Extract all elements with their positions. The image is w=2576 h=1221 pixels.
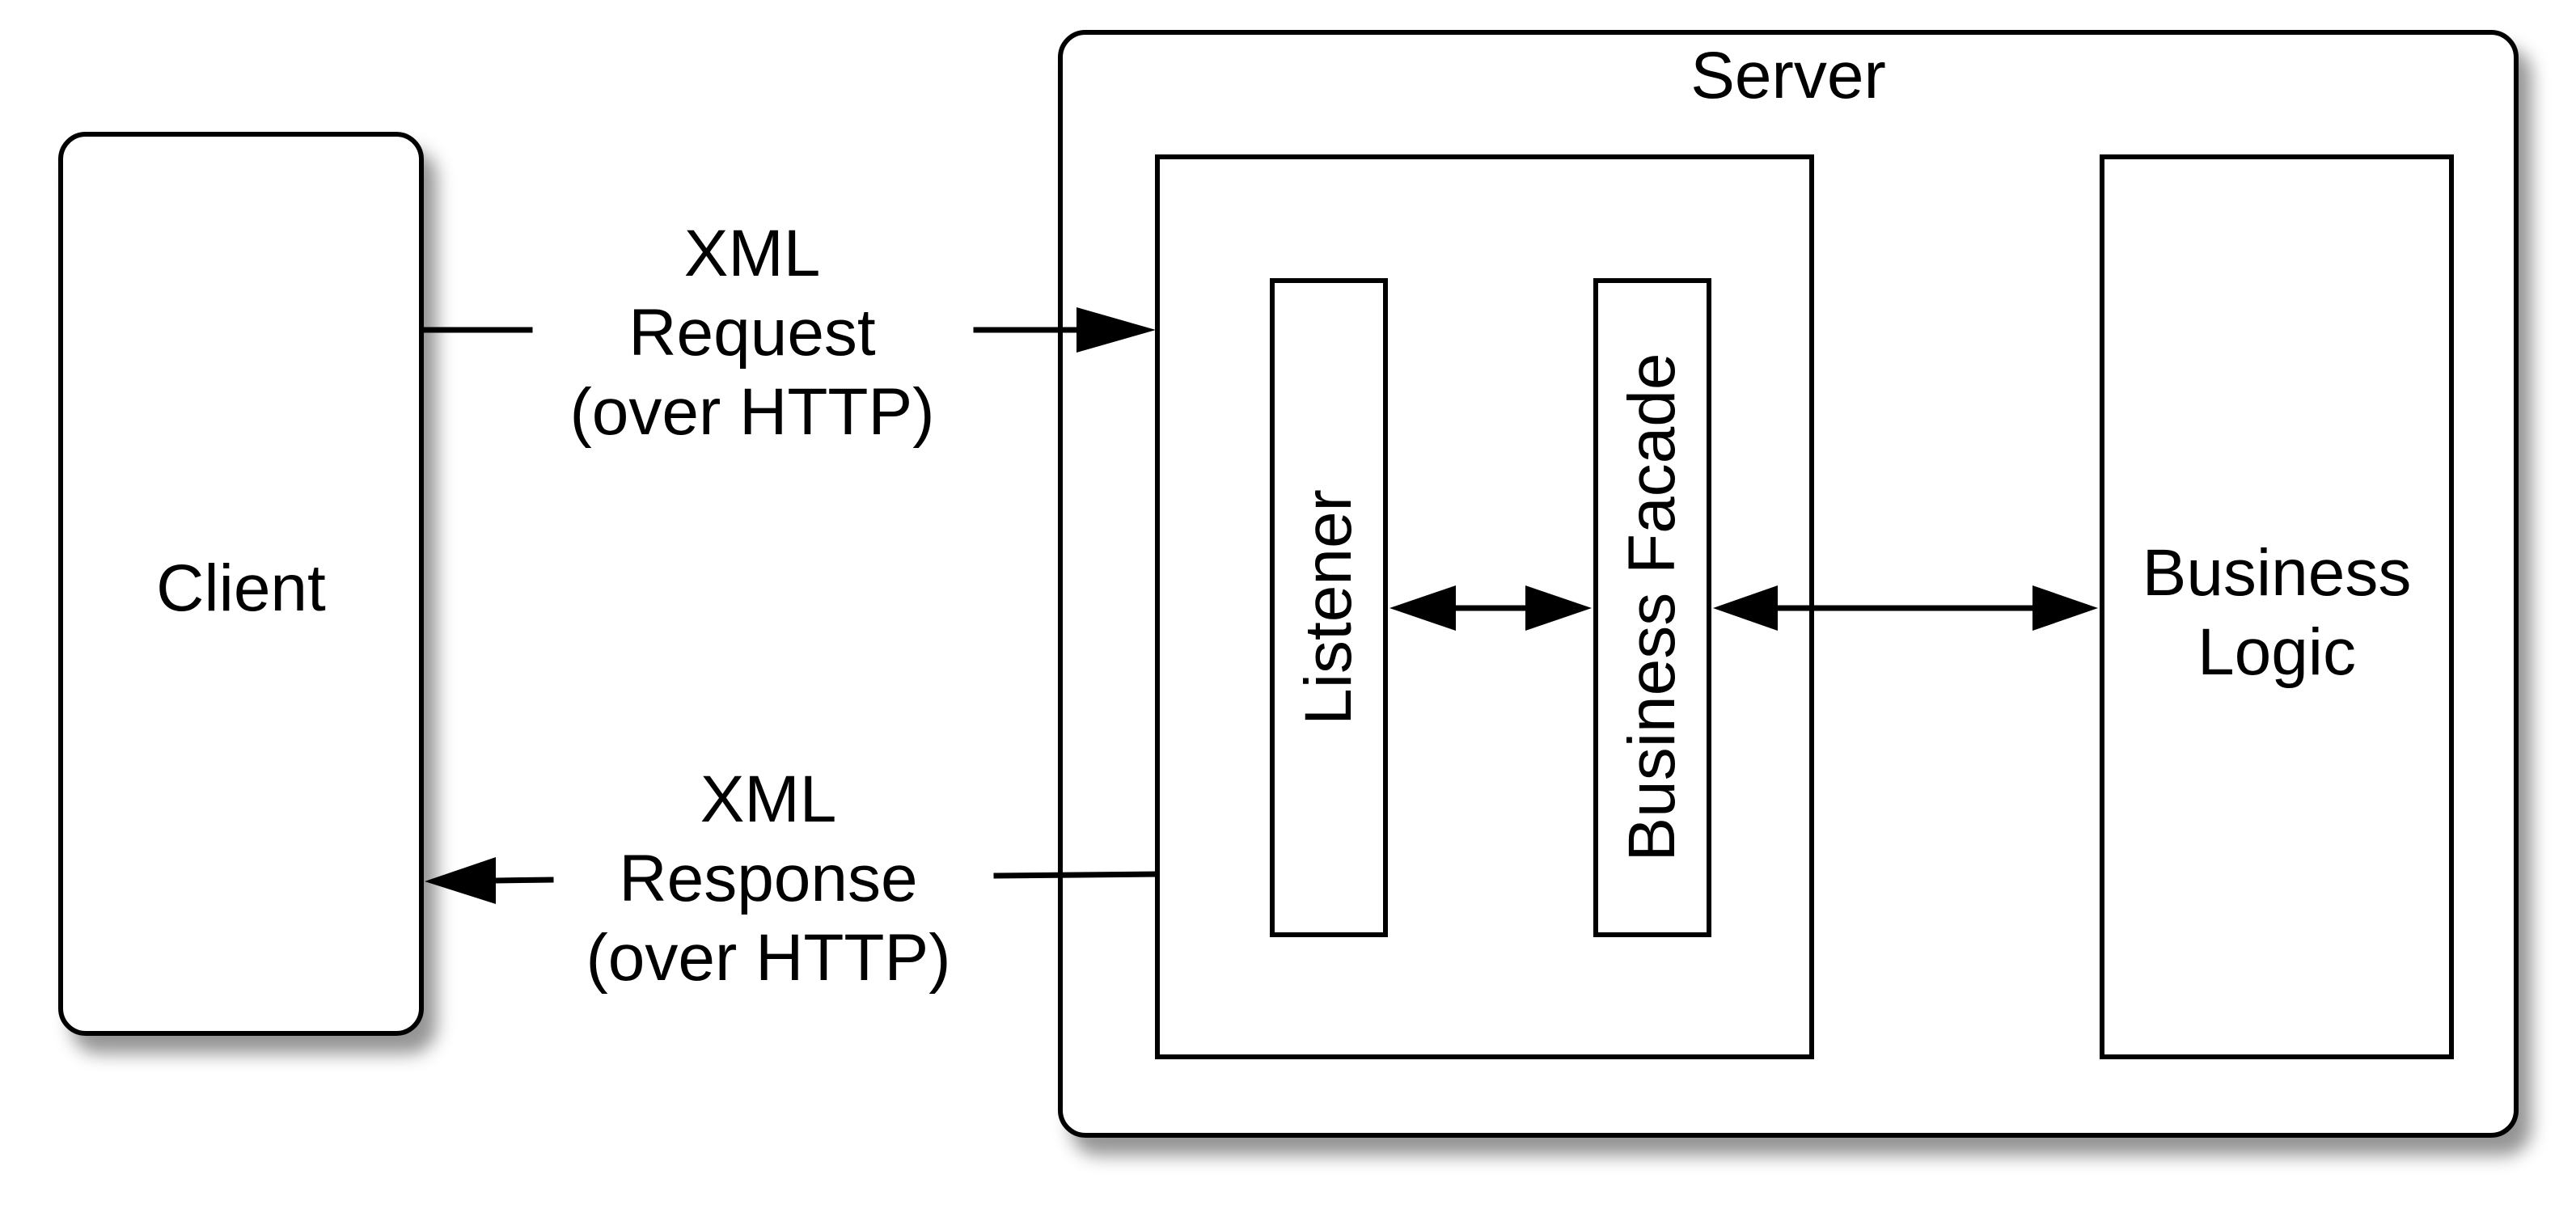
response-arrowhead <box>425 857 496 904</box>
listener-node[interactable] <box>1270 278 1388 937</box>
response-message-label: XML Response (over HTTP) <box>586 763 951 995</box>
response-line-left <box>493 877 554 884</box>
facade-logic-left-arrowhead <box>1713 585 1778 631</box>
facade-side-arrowhead <box>1525 585 1592 631</box>
request-message-label: XML Request (over HTTP) <box>569 217 935 449</box>
facade-logic-right-arrowhead <box>2032 585 2098 631</box>
client-node[interactable] <box>58 132 424 1036</box>
client-label: Client <box>156 551 326 625</box>
request-arrowhead <box>1077 307 1156 353</box>
business-logic-node[interactable] <box>2100 154 2454 1059</box>
listener-side-arrowhead <box>1390 585 1456 631</box>
response-line-right <box>993 871 1160 879</box>
server-label: Server <box>1690 39 1886 112</box>
business-logic-label: Business Logic <box>2142 536 2412 689</box>
business-facade-node[interactable] <box>1593 278 1711 937</box>
